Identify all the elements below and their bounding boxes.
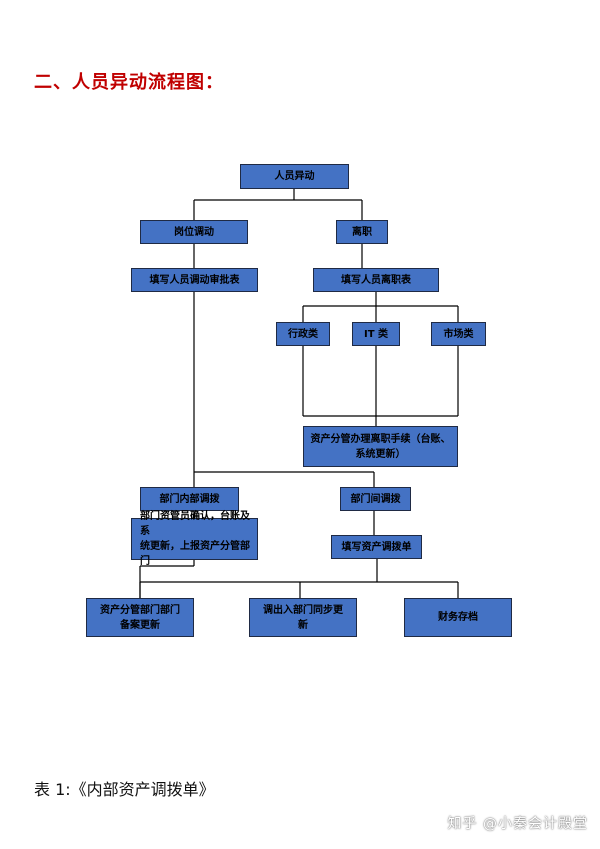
node-post-transfer: 岗位调动 — [140, 220, 248, 244]
node-asset-dept-record: 资产分管部门部门 备案更新 — [86, 598, 194, 637]
node-personnel-change: 人员异动 — [240, 164, 349, 189]
node-asset-admin-confirm: 部门资管员确认，台账及系 统更新，上报资产分管部门 — [131, 511, 258, 567]
node-fill-resignation-form: 填写人员离职表 — [313, 268, 439, 292]
node-inter-dept-transfer: 部门间调拨 — [340, 487, 411, 511]
node-dept-market: 市场类 — [431, 322, 486, 346]
node-dept-admin: 行政类 — [276, 322, 330, 346]
node-asset-handover: 资产分管办理离职手续（台账、 系统更新） — [303, 426, 458, 467]
node-resignation: 离职 — [336, 220, 388, 244]
node-fill-asset-transfer-form: 填写资产调拨单 — [331, 535, 422, 559]
node-finance-archive: 财务存档 — [404, 598, 512, 637]
node-sync-update: 调出入部门同步更 新 — [249, 598, 357, 637]
table-caption: 表 1:《内部资产调拨单》 — [34, 780, 215, 799]
node-internal-transfer: 部门内部调拨 — [140, 487, 239, 511]
node-fill-transfer-form: 填写人员调动审批表 — [131, 268, 258, 292]
section-heading: 二、人员异动流程图： — [34, 72, 224, 93]
node-dept-it: IT 类 — [352, 322, 400, 346]
watermark: 知乎 @小秦会计殿堂 — [447, 816, 588, 832]
